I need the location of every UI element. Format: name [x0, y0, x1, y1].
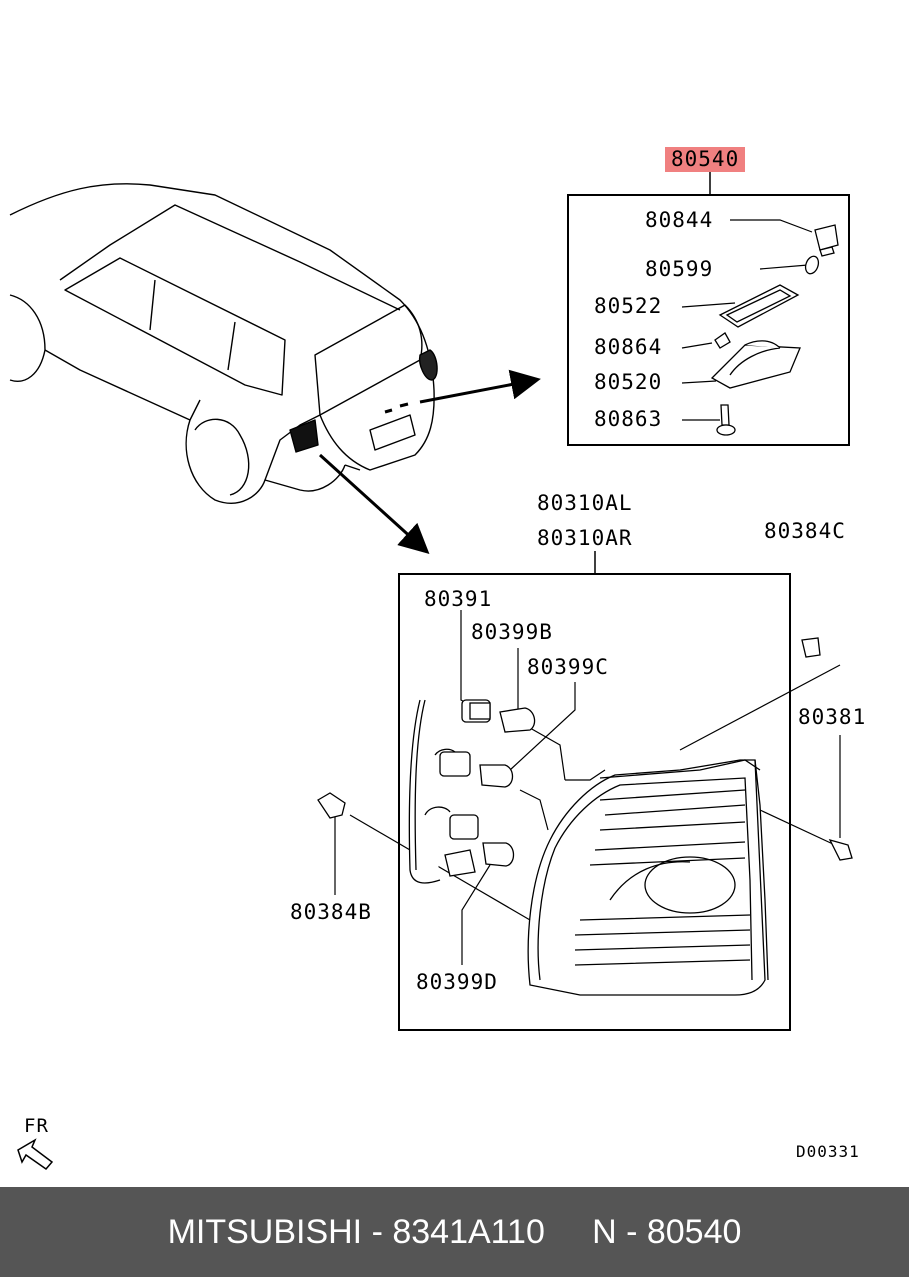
tail-lamp-lens [527, 759, 769, 996]
tail-lamp-sockets [317, 637, 853, 884]
arrow-to-license-lamp [419, 369, 541, 404]
part-label-80864[interactable]: 80864 [594, 335, 663, 359]
front-direction-icon [17, 1138, 54, 1171]
vehicle-illustration [9, 183, 438, 504]
part-label-80399C[interactable]: 80399C [527, 655, 609, 679]
part-label-80381[interactable]: 80381 [798, 705, 867, 729]
footer-text: MITSUBISHI - 8341A110 N - 80540 [167, 1212, 742, 1251]
footer-bar: MITSUBISHI - 8341A110 N - 80540 [0, 1187, 909, 1277]
part-label-80540[interactable]: 80540 [665, 147, 746, 172]
part-label-80384B[interactable]: 80384B [290, 900, 372, 924]
tail-lamp-group-box [398, 573, 791, 1031]
direction-label: FR [24, 1115, 49, 1137]
part-label-80522[interactable]: 80522 [594, 294, 663, 318]
license-lamp-group-box [567, 194, 850, 446]
part-label-80310AR[interactable]: 80310AR [537, 526, 633, 550]
part-label-80399D[interactable]: 80399D [416, 970, 498, 994]
part-label-80599[interactable]: 80599 [645, 257, 714, 281]
part-label-80391[interactable]: 80391 [424, 587, 493, 611]
part-label-80863[interactable]: 80863 [594, 407, 663, 431]
part-label-80384C[interactable]: 80384C [764, 519, 846, 543]
diagram-drawing [9, 172, 853, 1171]
parts-diagram: 80540 80844 80599 80522 80864 80520 8086… [9, 147, 867, 1171]
diagram-code: D00331 [796, 1142, 860, 1161]
arrow-to-tail-lamp [318, 453, 430, 555]
license-lamp-parts [710, 224, 839, 436]
part-label-80844[interactable]: 80844 [645, 208, 714, 232]
part-label-80310AL[interactable]: 80310AL [537, 491, 633, 515]
part-label-80520[interactable]: 80520 [594, 370, 663, 394]
part-label-80399B[interactable]: 80399B [471, 620, 553, 644]
